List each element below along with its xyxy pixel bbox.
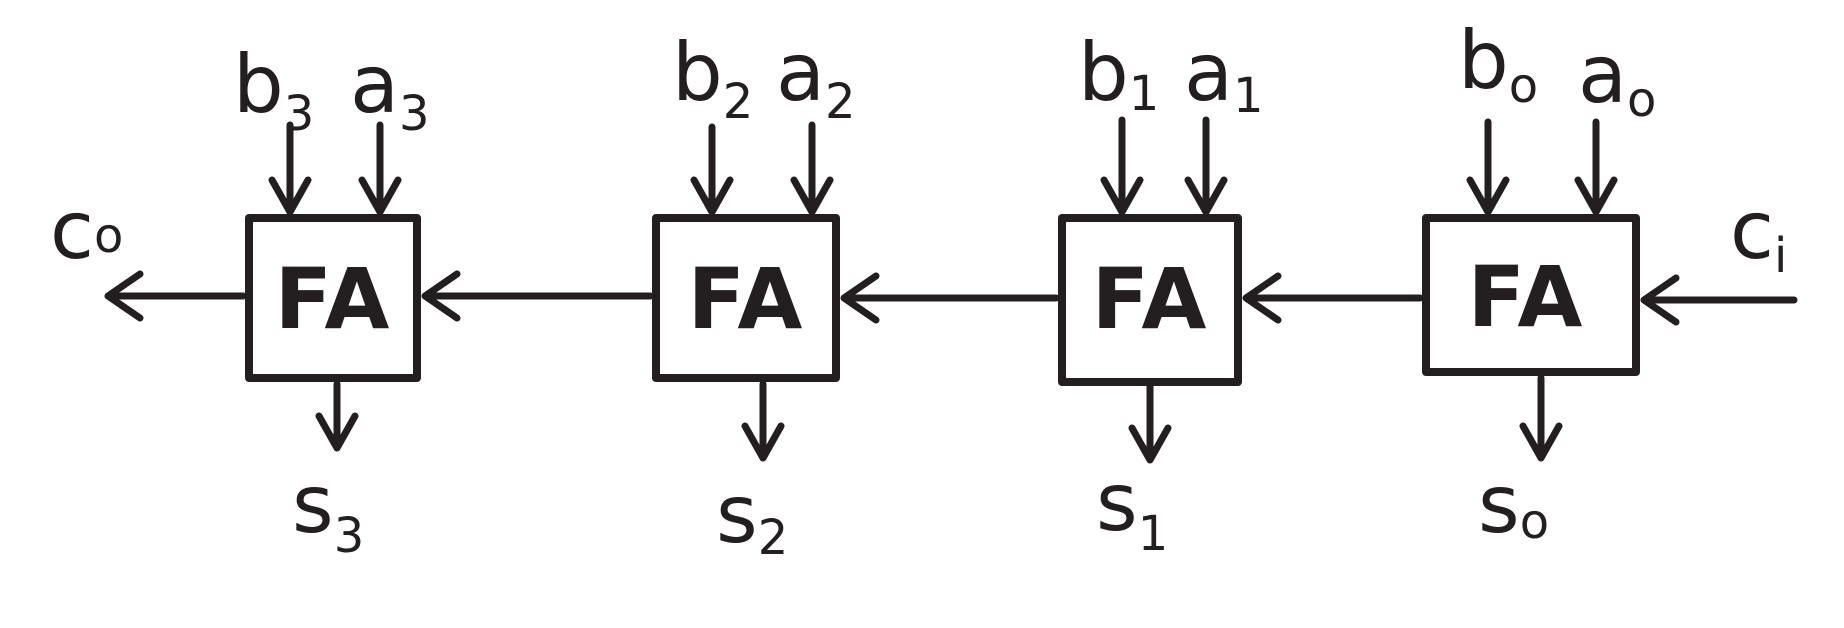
full-adder-label: FA — [275, 250, 392, 348]
carry-out-wire — [104, 270, 247, 322]
output-s1-arrow — [1128, 382, 1172, 464]
input-a0-arrow — [1574, 118, 1618, 216]
full-adder-0: FA bo ao so — [1422, 14, 1656, 551]
output-s3-label: s3 — [292, 458, 364, 564]
input-a2-label: a2 — [776, 26, 856, 130]
full-adder-label: FA — [1468, 248, 1585, 346]
input-a1-label: a1 — [1184, 26, 1264, 124]
full-adder-label: FA — [688, 250, 805, 348]
output-s2-label: s2 — [716, 468, 788, 566]
carry-wire-0-to-1 — [1242, 272, 1424, 324]
full-adder-box — [1422, 214, 1640, 376]
input-b1-arrow — [1100, 116, 1144, 216]
input-b3-label: b3 — [233, 38, 314, 142]
carry-wire-2-to-3 — [421, 270, 654, 322]
input-b2-arrow — [690, 123, 734, 216]
carry-in-label: ci — [1730, 184, 1787, 284]
input-b3-arrow — [268, 121, 312, 216]
output-s3-arrow — [315, 380, 359, 452]
input-a1-arrow — [1184, 116, 1228, 216]
input-a3-label: a3 — [350, 38, 430, 142]
input-b0-label: bo — [1458, 14, 1538, 114]
full-adder-3: FA b3 a3 s3 — [233, 38, 430, 564]
output-s1-label: s1 — [1096, 456, 1168, 562]
input-b0-arrow — [1466, 118, 1510, 216]
output-s0-arrow — [1519, 374, 1563, 462]
input-b2-label: b2 — [672, 26, 753, 130]
full-adder-1: FA b1 a1 s1 — [1058, 26, 1264, 562]
input-a3-arrow — [358, 121, 402, 216]
full-adder-2: FA b2 a2 s2 — [652, 26, 856, 566]
output-s0-label: so — [1478, 458, 1549, 551]
input-b1-label: b1 — [1078, 26, 1159, 122]
carry-in-wire — [1640, 274, 1798, 326]
carry-wire-1-to-2 — [840, 272, 1060, 324]
full-adder-box — [1058, 214, 1242, 386]
full-adder-label: FA — [1092, 250, 1209, 348]
full-adder-box — [245, 214, 421, 382]
input-a0-label: ao — [1578, 28, 1656, 128]
input-a2-arrow — [790, 121, 834, 216]
full-adder-box — [652, 214, 840, 382]
output-s2-arrow — [741, 380, 785, 462]
carry-out-label: co — [50, 184, 123, 277]
